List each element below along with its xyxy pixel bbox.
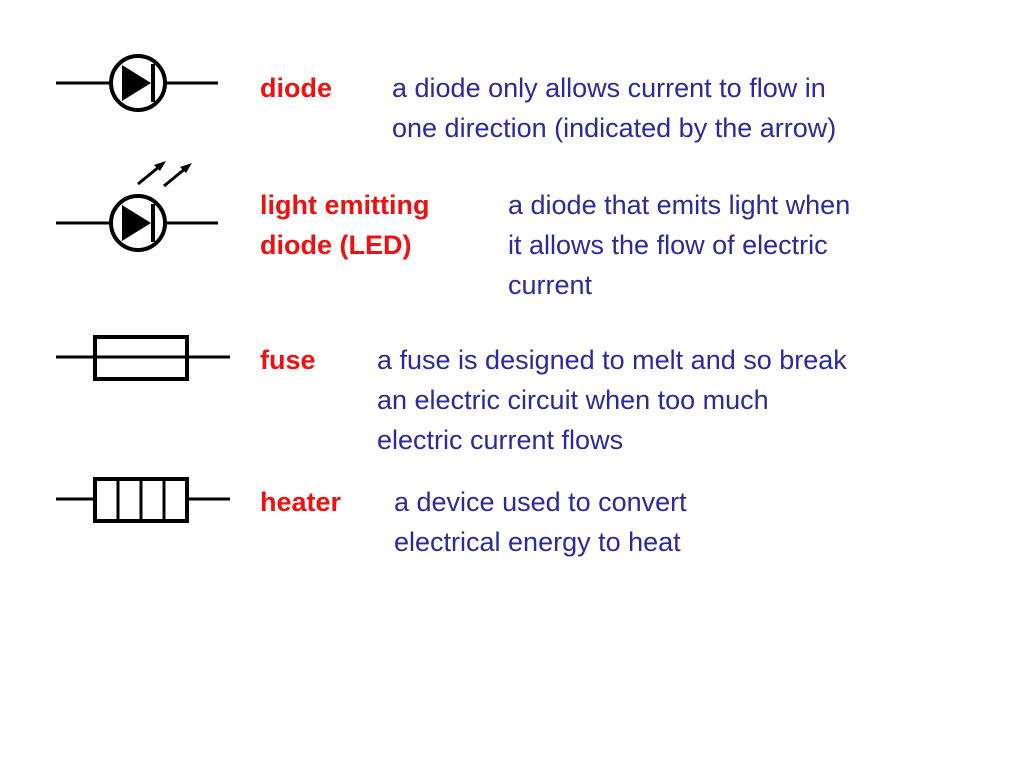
term-fuse: fuse bbox=[260, 340, 316, 380]
term-line: diode (LED) bbox=[260, 230, 412, 260]
description-line: electric current flows bbox=[377, 425, 624, 455]
description-line: a fuse is designed to melt and so break bbox=[377, 345, 847, 375]
description-line: it allows the flow of electric bbox=[508, 230, 828, 260]
diode-circle bbox=[109, 54, 167, 112]
heater-symbol bbox=[56, 477, 230, 523]
description-line: one direction (indicated by the arrow) bbox=[392, 113, 837, 143]
fuse-symbol bbox=[56, 335, 230, 381]
led-symbol bbox=[56, 161, 218, 252]
led-circle bbox=[109, 194, 167, 252]
description-line: a diode that emits light when bbox=[508, 190, 851, 220]
term-diode: diode bbox=[260, 68, 332, 108]
led-triangle bbox=[122, 205, 151, 241]
diode-symbol bbox=[56, 54, 218, 112]
description-line: electrical energy to heat bbox=[394, 527, 681, 557]
description-diode: a diode only allows current to flow in o… bbox=[392, 68, 836, 148]
term-led: light emitting diode (LED) bbox=[260, 185, 429, 265]
term-line: diode bbox=[260, 73, 332, 103]
diode-triangle bbox=[122, 65, 151, 101]
description-fuse: a fuse is designed to melt and so break … bbox=[377, 340, 847, 460]
light-arrows-icon bbox=[137, 161, 192, 188]
term-line: fuse bbox=[260, 345, 316, 375]
description-line: a diode only allows current to flow in bbox=[392, 73, 826, 103]
description-line: a device used to convert bbox=[394, 487, 687, 517]
description-line: current bbox=[508, 270, 593, 300]
term-heater: heater bbox=[260, 482, 341, 522]
description-heater: a device used to convert electrical ener… bbox=[394, 482, 687, 562]
term-line: heater bbox=[260, 487, 342, 517]
description-line: an electric circuit when too much bbox=[377, 385, 769, 415]
term-line: light emitting bbox=[260, 190, 430, 220]
description-led: a diode that emits light when it allows … bbox=[508, 185, 850, 305]
